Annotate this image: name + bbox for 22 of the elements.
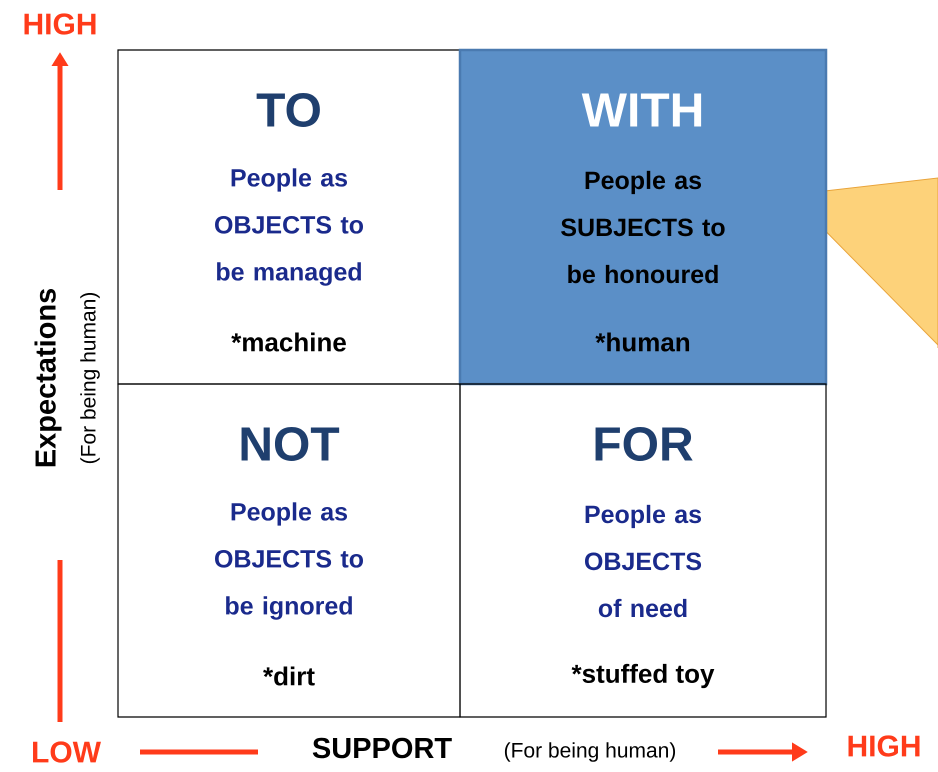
axis-subtitle: (For being human) (80, 292, 100, 464)
footnote: *human (595, 332, 690, 352)
axis-subtitle: (For being human) (504, 742, 676, 762)
quadrant-box (459, 383, 827, 718)
axis-label: LOW (33, 741, 101, 763)
axis-title: SUPPORT (312, 738, 452, 758)
quadrant-description: People as SUBJECTS to be honoured (561, 170, 725, 284)
footnote: *dirt (263, 666, 315, 686)
quadrant-description: People as OBJECTS to be ignored (215, 502, 363, 620)
quadrant-description: People as OBJECTS to be managed (215, 168, 363, 286)
quadrant-description: People as OBJECTS of need (584, 504, 702, 618)
axis-title: Expectations (34, 288, 62, 466)
axis-label: HIGH (848, 735, 920, 757)
quadrant-title: WITH (582, 94, 702, 127)
quadrant-title: NOT (242, 427, 340, 461)
quadrant-title: TO (256, 93, 320, 127)
quadrant-title: FOR (596, 427, 693, 461)
footnote: *machine (231, 332, 346, 352)
quadrant-box (458, 48, 828, 386)
footnote: *stuffed toy (572, 664, 714, 688)
axis-label: HIGH (24, 13, 96, 35)
quadrant-box (117, 383, 461, 718)
